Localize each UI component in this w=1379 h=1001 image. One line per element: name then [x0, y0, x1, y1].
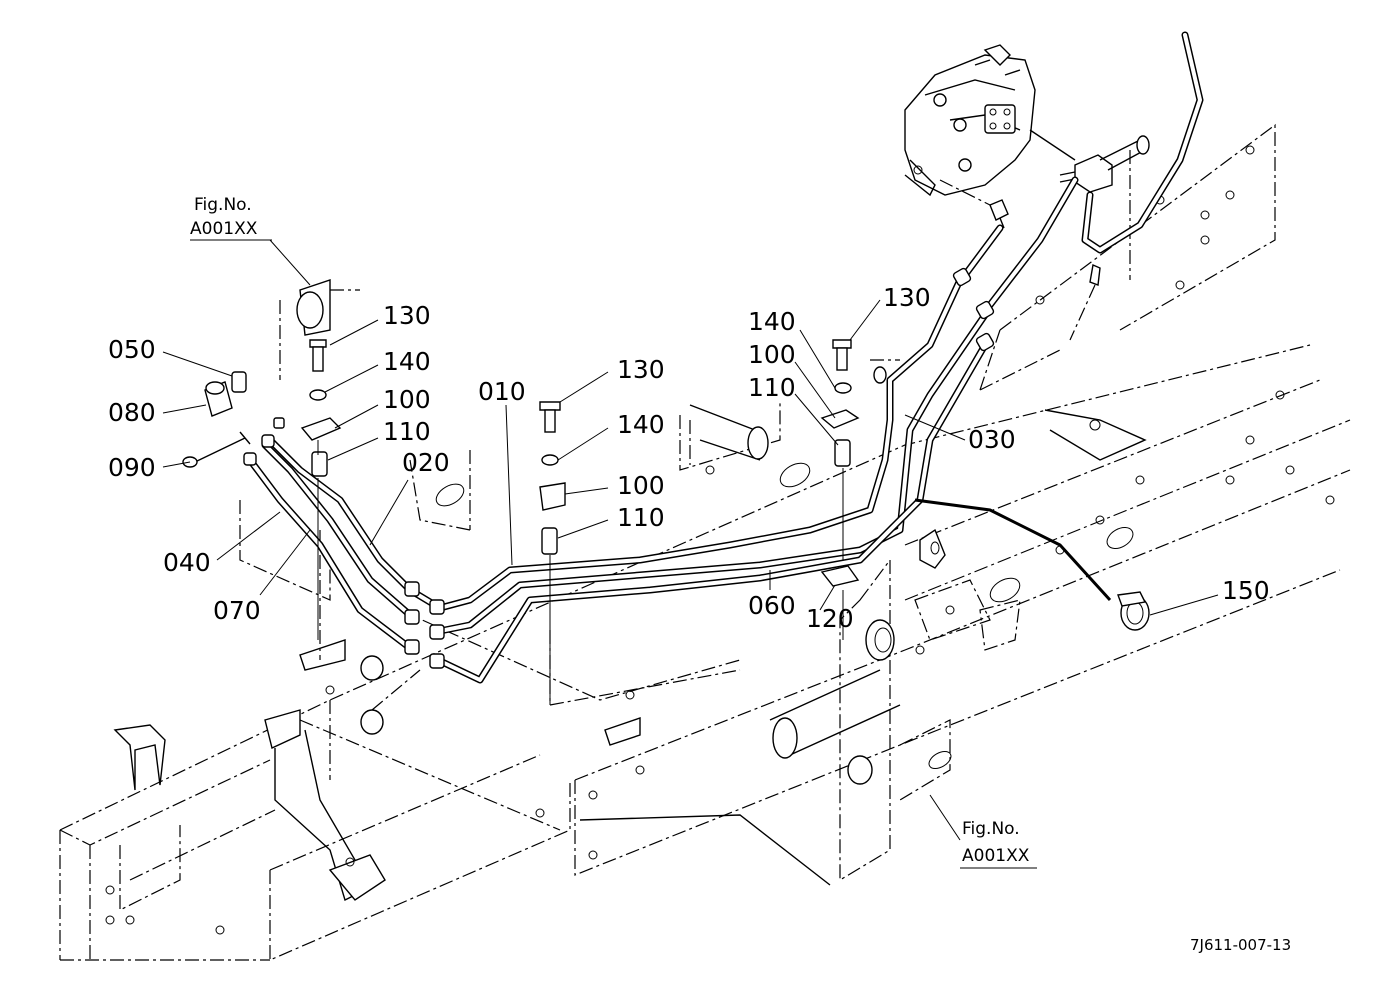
hydraulic-valve-block [904, 31, 1204, 341]
fig-ref-bottom-line2: A001XX [962, 846, 1030, 866]
figure-reference-top: Fig.No. A001XX [190, 195, 258, 239]
part-020: 020 [402, 448, 450, 477]
part-110-right: 110 [748, 373, 796, 402]
part-130-left: 130 [383, 301, 431, 330]
part-100-right: 100 [748, 340, 796, 369]
part-140-right: 140 [748, 307, 796, 336]
part-040: 040 [163, 548, 211, 577]
part-140-left: 140 [383, 347, 431, 376]
fig-ref-top-line2: A001XX [190, 219, 258, 239]
figure-reference-bottom: Fig.No. A001XX [962, 819, 1030, 866]
clamp-hardware [300, 339, 1150, 705]
part-150: 150 [1222, 576, 1270, 605]
part-130-right: 130 [883, 283, 931, 312]
part-060: 060 [748, 591, 796, 620]
part-070: 070 [213, 596, 261, 625]
part-100-left: 100 [383, 385, 431, 414]
leader-lines [162, 239, 1219, 869]
part-090: 090 [108, 453, 156, 482]
part-010: 010 [478, 377, 526, 406]
fig-ref-bottom-line1: Fig.No. [962, 819, 1020, 839]
part-140-center: 140 [617, 410, 665, 439]
part-110-left: 110 [383, 417, 431, 446]
part-120: 120 [806, 604, 854, 633]
chassis-frame [59, 123, 1351, 961]
part-100-center: 100 [617, 471, 665, 500]
fig-ref-top-line1: Fig.No. [194, 195, 252, 215]
hydraulic-pipes [182, 176, 1079, 684]
part-130-center: 130 [617, 355, 665, 384]
part-050: 050 [108, 335, 156, 364]
part-030: 030 [968, 425, 1016, 454]
part-080: 080 [108, 398, 156, 427]
drawing-code: 7J611-007-13 [1190, 936, 1291, 954]
part-labels: 130 140 100 110 050 080 090 010 020 040 … [108, 283, 1270, 633]
part-110-center: 110 [617, 503, 665, 532]
